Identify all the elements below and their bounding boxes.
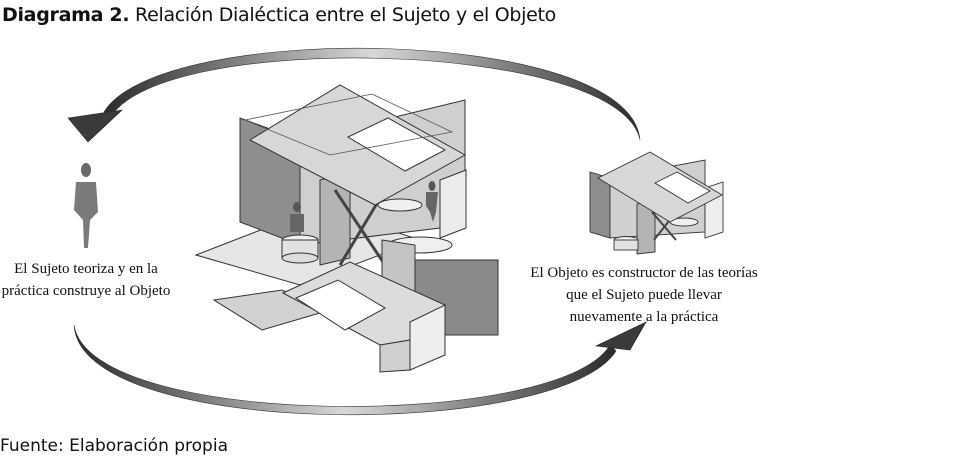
subject-person-icon bbox=[74, 163, 98, 248]
bottom-cycle-arrow bbox=[74, 322, 646, 415]
subject-caption: El Sujeto teoriza y en la práctica const… bbox=[0, 258, 172, 302]
central-architecture-model bbox=[196, 85, 498, 372]
object-small-architecture-model bbox=[590, 152, 723, 254]
object-caption: El Objeto es constructor de las teorías … bbox=[530, 262, 758, 328]
right-side-wall bbox=[440, 170, 466, 238]
top-arrowhead-icon bbox=[68, 110, 122, 142]
source-note: Fuente: Elaboración propia bbox=[0, 436, 228, 456]
cylinder-top bbox=[378, 199, 422, 211]
